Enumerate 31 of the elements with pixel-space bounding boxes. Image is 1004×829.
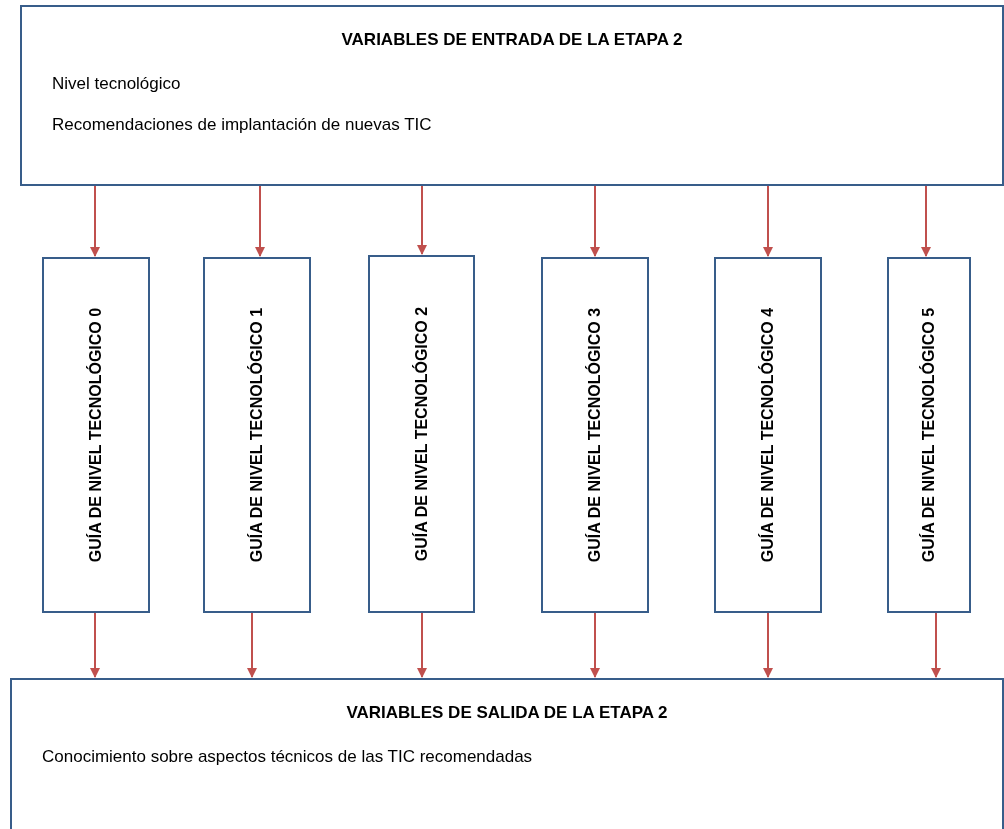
guide-box bbox=[368, 255, 475, 613]
arrow bbox=[921, 185, 931, 257]
arrow bbox=[763, 612, 773, 678]
arrow bbox=[90, 185, 100, 257]
variables-box bbox=[20, 5, 1004, 186]
arrow bbox=[417, 612, 427, 678]
arrow bbox=[931, 612, 941, 678]
guide-title: GUÍA DE NIVEL TECNOLÓGICO 0 bbox=[85, 306, 105, 565]
guide-title: GUÍA DE NIVEL TECNOLÓGICO 2 bbox=[411, 305, 431, 564]
guide-title: GUÍA DE NIVEL TECNOLÓGICO 4 bbox=[757, 306, 777, 565]
guide-box bbox=[887, 257, 971, 613]
arrow bbox=[255, 185, 265, 257]
box-heading: VARIABLES DE ENTRADA DE LA ETAPA 2 bbox=[340, 29, 684, 51]
box-heading: VARIABLES DE SALIDA DE LA ETAPA 2 bbox=[345, 702, 669, 724]
guide-box bbox=[541, 257, 649, 613]
guide-box bbox=[42, 257, 150, 613]
arrow bbox=[90, 612, 100, 678]
guide-box bbox=[714, 257, 822, 613]
variable-text: Nivel tecnológico bbox=[52, 72, 181, 95]
guide-box bbox=[203, 257, 311, 613]
arrow bbox=[590, 185, 600, 257]
variable-text: Conocimiento sobre aspectos técnicos de las TIC recomendadas bbox=[42, 745, 533, 768]
variable-text: Recomendaciones de implantación de nuevas TIC bbox=[52, 114, 432, 136]
variables-box bbox=[10, 678, 1004, 829]
guide-title: GUÍA DE NIVEL TECNOLÓGICO 3 bbox=[584, 306, 604, 565]
arrow bbox=[247, 612, 257, 678]
arrow bbox=[590, 612, 600, 678]
guide-title: GUÍA DE NIVEL TECNOLÓGICO 5 bbox=[918, 306, 938, 565]
arrow bbox=[417, 185, 427, 255]
arrow bbox=[763, 185, 773, 257]
guide-title: GUÍA DE NIVEL TECNOLÓGICO 1 bbox=[246, 306, 266, 565]
